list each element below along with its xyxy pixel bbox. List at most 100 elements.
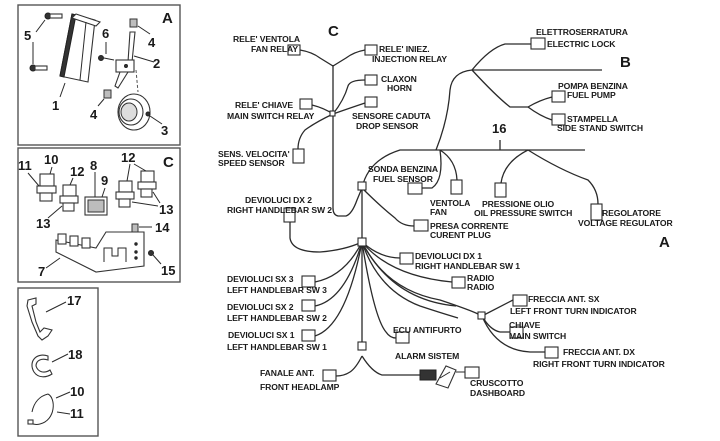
label-headlamp-it: FANALE ANT. — [260, 368, 314, 378]
label-alarm-en: ALARM SISTEM — [395, 351, 459, 361]
label-fan-it: VENTOLA — [430, 198, 470, 208]
callout-6: 6 — [102, 26, 109, 41]
wiring-harness: C B A 16 — [218, 23, 674, 398]
label-main-switch-relay-it: RELE' CHIAVE — [235, 100, 293, 110]
callout-10: 10 — [44, 152, 58, 167]
label-dashboard-it: CRUSCOTTO — [470, 378, 524, 388]
label-left-sw2-it: DEVIOLUCI SX 2 — [227, 302, 294, 312]
connector-main-switch-relay — [299, 98, 313, 110]
nut-part — [131, 223, 139, 233]
callout-9: 9 — [101, 173, 108, 188]
connector-drop-sensor — [364, 96, 378, 108]
diode-module-part — [84, 196, 108, 216]
callout-11-misc: 11 — [70, 406, 84, 421]
label-left-sw1-en: LEFT HANDLEBAR SW 1 — [227, 342, 327, 352]
callout-14: 14 — [155, 220, 170, 235]
connector-fuel-sensor — [407, 182, 423, 195]
label-left-turn-it: FRECCIA ANT. SX — [528, 294, 600, 304]
connector-right-turn — [544, 346, 559, 359]
callout-18: 18 — [68, 347, 82, 362]
cable-tie-part — [27, 393, 54, 425]
connector-right-sw1 — [399, 252, 414, 265]
label-left-sw3-en: LEFT HANDLEBAR SW 3 — [227, 285, 327, 295]
label-left-sw2-en: LEFT HANDLEBAR SW 2 — [227, 313, 327, 323]
label-fan-en: FAN — [430, 207, 447, 217]
label-horn-en: HORN — [387, 83, 412, 93]
relay-part — [59, 184, 79, 212]
cable-clip-part — [26, 297, 53, 341]
horn-part — [117, 93, 151, 131]
label-left-sw3-it: DEVIOLUCI SX 3 — [227, 274, 294, 284]
nut-part — [103, 89, 112, 99]
label-injection-relay-it: RELE' INIEZ. — [379, 44, 430, 54]
label-drop-sensor-it: SENSORE CADUTA — [352, 111, 431, 121]
connector-speed-sensor — [292, 148, 305, 164]
label-right-sw1-it: DEVIOLUCI DX 1 — [415, 251, 482, 261]
connector-right-sw2 — [283, 207, 296, 223]
label-left-sw1-it: DEVIOLUCI SX 1 — [228, 330, 295, 340]
label-electric-lock-en: ELECTRIC LOCK — [547, 39, 616, 49]
panel-c-label: C — [163, 154, 174, 171]
callout-12-left: 12 — [70, 164, 84, 179]
section-label-c: C — [328, 23, 339, 40]
label-oil-pressure-it: PRESSIONE OLIO — [482, 199, 555, 209]
label-voltage-regulator-it: REGOLATORE — [602, 208, 661, 218]
section-label-b: B — [620, 54, 631, 71]
junction-node — [357, 341, 367, 351]
section-label-a: A — [659, 234, 670, 251]
label-fuel-sensor-it: SONDA BENZINA — [368, 164, 438, 174]
label-right-turn-en: RIGHT FRONT TURN INDICATOR — [533, 359, 666, 369]
label-fan-relay-it: RELE' VENTOLA — [233, 34, 300, 44]
connector-left-turn — [512, 294, 528, 307]
junction-node — [329, 110, 336, 117]
label-main-switch-it: CHIAVE — [509, 320, 541, 330]
label-dashboard-en: DASHBOARD — [470, 388, 525, 398]
connector-fan-relay — [287, 44, 301, 56]
label-oil-pressure-en: OIL PRESSURE SWITCH — [474, 208, 572, 218]
callout-13-left: 13 — [36, 216, 50, 231]
main-cable-label: 16 — [492, 121, 506, 136]
connector-left-sw1 — [301, 329, 316, 342]
connector-main-switch — [509, 326, 524, 339]
connector-dashboard — [464, 366, 480, 379]
callout-13-right: 13 — [159, 202, 173, 217]
panel-a-frame — [17, 4, 181, 146]
panel-misc: 17 18 10 11 — [17, 287, 99, 437]
label-speed-sensor-en: SPEED SENSOR — [218, 158, 286, 168]
central-hub — [357, 237, 367, 247]
connector-left-sw2 — [301, 299, 316, 312]
connector-radio — [451, 276, 466, 289]
callout-4-bottom: 4 — [90, 107, 98, 122]
label-fan-relay-en: FAN RELAY — [251, 44, 298, 54]
connector-oil-pressure — [494, 182, 507, 198]
label-fuel-pump-en: FUEL PUMP — [567, 90, 616, 100]
screw-part — [148, 250, 154, 256]
connector-headlamp — [322, 369, 337, 382]
callout-2: 2 — [153, 56, 160, 71]
relay-bracket-part — [55, 231, 145, 273]
label-alarm-it: ECU ANTIFURTO — [393, 325, 462, 335]
panel-a: A 5 1 6 4 — [17, 4, 181, 146]
nut-part — [129, 18, 138, 28]
relay-box-part — [59, 13, 102, 83]
label-horn-it: CLAXON — [381, 74, 417, 84]
junction-node — [357, 181, 367, 191]
callout-8: 8 — [90, 158, 97, 173]
dashboard-plug — [419, 365, 480, 389]
connector-voltage-regulator — [590, 203, 603, 221]
label-fuel-pump-it: POMPA BENZINA — [558, 81, 628, 91]
label-voltage-regulator-en: VOLTAGE REGULATOR — [578, 218, 673, 228]
connector-left-sw3 — [301, 275, 316, 288]
callout-5: 5 — [24, 28, 31, 43]
label-right-sw2-en: RIGHT HANDLEBAR SW 2 — [227, 205, 332, 215]
panel-a-label: A — [162, 10, 173, 27]
label-right-sw2-it: DEVIOLUCI DX 2 — [245, 195, 312, 205]
connector-fuel-pump — [551, 90, 566, 103]
callout-11: 11 — [18, 158, 32, 173]
relay-part — [115, 180, 135, 208]
bracket-part — [114, 31, 136, 89]
label-main-switch-en: MAIN SWITCH — [509, 331, 566, 341]
panel-c: C 11 10 12 13 8 9 — [17, 147, 181, 283]
label-radio-it: RADIO — [467, 273, 495, 283]
connector-side-stand — [551, 113, 566, 126]
